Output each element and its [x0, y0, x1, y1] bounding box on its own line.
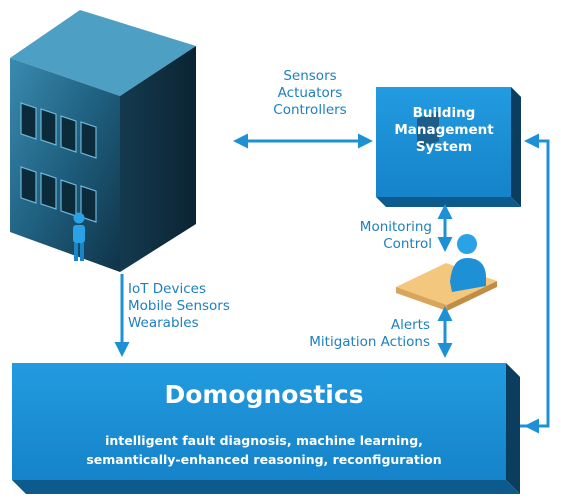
domognostics-box — [12, 363, 520, 494]
bms-title: Building Management System — [394, 105, 494, 155]
sensors-label: Sensors Actuators Controllers — [273, 68, 347, 118]
alerts-label: Alerts Mitigation Actions — [309, 317, 430, 350]
domognostics-subtitle: intelligent fault diagnosis, machine lea… — [86, 433, 442, 467]
operator-at-desk-icon — [396, 111, 497, 311]
iot-label: IoT Devices Mobile Sensors Wearables — [128, 281, 230, 331]
arrow-feedback-loop — [520, 133, 550, 428]
person-icon — [73, 212, 85, 261]
bms-box — [376, 87, 521, 207]
domognostics-title: Domognostics — [164, 380, 364, 409]
monitoring-label: Monitoring Control — [359, 219, 432, 252]
building-icon — [10, 10, 196, 272]
